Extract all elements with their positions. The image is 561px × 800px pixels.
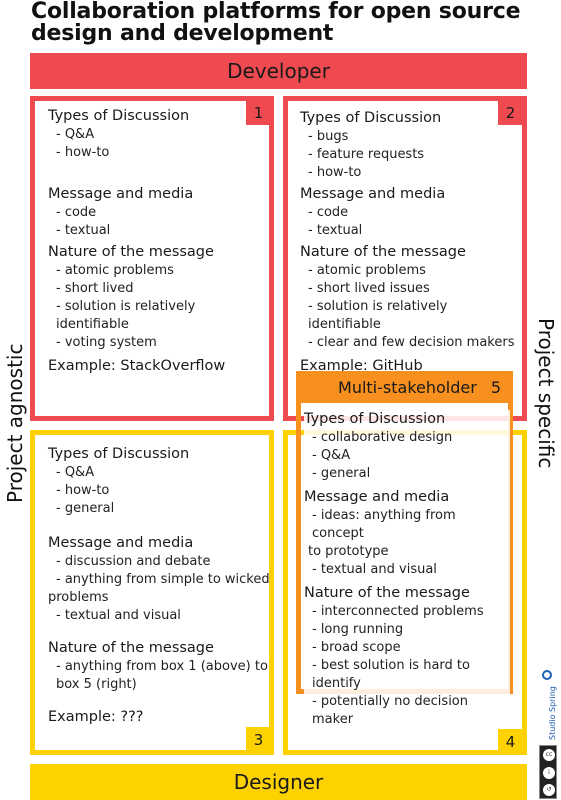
- list-item: - short lived: [56, 281, 134, 296]
- box-1-number: 1: [246, 100, 271, 125]
- box-2-content: Types of Discussion - bugs - feature req…: [300, 109, 522, 376]
- axis-label-project-agnostic: Project agnostic: [3, 343, 27, 503]
- list-item: - discussion and debate: [56, 554, 211, 569]
- studio-spring-logo: Studio Spring: [540, 670, 557, 740]
- developer-label: Developer: [227, 59, 330, 83]
- list-item: - Q&A: [312, 448, 351, 463]
- box-3-example: Example: ???: [48, 709, 144, 725]
- list-item: - general: [312, 466, 371, 481]
- list-item: - solution is relatively identifiable: [308, 299, 448, 332]
- developer-band: Developer: [30, 53, 527, 89]
- box-2-nature-heading: Nature of the message: [300, 244, 466, 260]
- box-3-nature-heading: Nature of the message: [48, 640, 214, 656]
- list-item: - textual: [308, 223, 363, 238]
- box-3-media-heading: Message and media: [48, 535, 194, 551]
- box-1: [30, 96, 274, 421]
- by-icon: i: [542, 766, 556, 780]
- list-item: - atomic problems: [308, 263, 426, 278]
- list-item: - Q&A: [56, 127, 95, 142]
- list-item: - broad scope: [312, 640, 401, 655]
- box-1-nature-heading: Nature of the message: [48, 244, 214, 260]
- list-item: - interconnected problems: [312, 604, 484, 619]
- list-item: - textual and visual: [56, 608, 181, 623]
- list-item: - how-to: [308, 165, 362, 180]
- list-item: - anything from simple to wicked: [56, 572, 270, 587]
- box-2-example: Example: GitHub: [300, 358, 423, 374]
- designer-band: Designer: [30, 764, 527, 800]
- list-item: - how-to: [56, 145, 110, 160]
- list-item: - collaborative design: [312, 430, 453, 445]
- box-1-types-heading: Types of Discussion: [48, 108, 190, 124]
- list-item: - clear and few decision makers: [308, 335, 515, 350]
- list-item: - how-to: [56, 483, 110, 498]
- list-item: - best solution is hard to identify: [312, 658, 470, 691]
- box-4-number: 4: [498, 729, 523, 754]
- list-item: - potentially no decision maker: [312, 694, 468, 727]
- list-item: box 5 (right): [56, 677, 137, 692]
- title-line-1: Collaboration platforms for open source: [31, 0, 521, 24]
- title-line-2: design and development: [31, 21, 334, 46]
- list-item: problems: [48, 590, 109, 605]
- box-5-types-heading: Types of Discussion: [304, 411, 446, 427]
- box-5-media-heading: Message and media: [304, 489, 450, 505]
- cc-icon: cc: [542, 748, 556, 762]
- list-item: - anything from box 1 (above) to: [56, 659, 268, 674]
- list-item: to prototype: [308, 544, 389, 559]
- box-2: [283, 96, 527, 421]
- page-title: Collaboration platforms for open source …: [31, 1, 531, 45]
- list-item: - Q&A: [56, 465, 95, 480]
- box-1-media-heading: Message and media: [48, 186, 194, 202]
- studio-spring-icon: [542, 670, 552, 680]
- studio-spring-label: Studio Spring: [548, 686, 557, 740]
- box-5-number: 5: [490, 377, 501, 397]
- box-3-number: 3: [246, 727, 271, 752]
- box-5-header-label: Multi-stakeholder: [338, 377, 477, 397]
- list-item: - short lived issues: [308, 281, 430, 296]
- box-3: [30, 430, 274, 755]
- box-5-header: Multi-stakeholder 5: [296, 371, 513, 403]
- list-item: - voting system: [56, 335, 157, 350]
- sa-icon: ↺: [542, 783, 556, 797]
- list-item: - code: [56, 205, 97, 220]
- list-item: - general: [56, 501, 115, 516]
- box-1-example: Example: StackOverflow: [48, 358, 226, 374]
- box-2-types-heading: Types of Discussion: [300, 110, 442, 126]
- box-5-content: Types of Discussion - collaborative desi…: [304, 410, 510, 729]
- list-item: - solution is relatively identifiable: [56, 299, 196, 332]
- box-3-content: Types of Discussion - Q&A - how-to - gen…: [48, 445, 270, 727]
- axis-label-project-specific: Project specific: [534, 318, 558, 469]
- box-5-nature-heading: Nature of the message: [304, 585, 470, 601]
- list-item: - atomic problems: [56, 263, 174, 278]
- list-item: - ideas: anything from concept: [312, 508, 456, 541]
- box-2-number: 2: [498, 100, 523, 125]
- box-3-types-heading: Types of Discussion: [48, 446, 190, 462]
- cc-license-badge: cc i ↺: [539, 745, 557, 799]
- box-2-media-heading: Message and media: [300, 186, 446, 202]
- list-item: - feature requests: [308, 147, 425, 162]
- list-item: - code: [308, 205, 349, 220]
- box-1-content: Types of Discussion - Q&A - how-to Messa…: [48, 107, 270, 376]
- list-item: - long running: [312, 622, 404, 637]
- list-item: - textual and visual: [312, 562, 437, 577]
- list-item: - bugs: [308, 129, 349, 144]
- designer-label: Designer: [233, 770, 324, 794]
- list-item: - textual: [56, 223, 111, 238]
